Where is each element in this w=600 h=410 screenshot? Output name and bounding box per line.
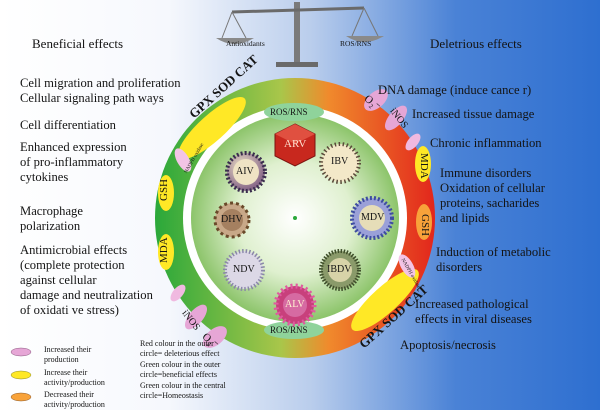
balance-scale bbox=[216, 2, 384, 67]
legend-pink-swatch bbox=[10, 347, 32, 357]
virus-ibdv bbox=[319, 249, 361, 291]
ring-label-mda-right: MDA bbox=[418, 153, 430, 179]
deleterious-effect-5: Induction of metabolic disorders bbox=[436, 245, 551, 274]
scale-post bbox=[294, 2, 300, 64]
legend-orange-label: Decreased their activity/production bbox=[44, 390, 105, 409]
virus-ndv bbox=[223, 249, 265, 291]
deleterious-effect-4: Immune disorders Oxidation of cellular p… bbox=[440, 166, 545, 225]
virus-aiv bbox=[225, 151, 267, 193]
legend-yellow-label: Increase their activity/production bbox=[44, 368, 105, 387]
marker-yellow-top-left bbox=[178, 97, 246, 159]
ros-rns-bottom-label: ROS/RNS bbox=[270, 325, 308, 335]
virus-mdv bbox=[350, 196, 394, 240]
deleterious-effect-2: Increased tissue damage bbox=[412, 107, 535, 121]
note-green-outer: Green colour in the outer circle=benefic… bbox=[140, 360, 221, 379]
ring-label-mda-left: MDA bbox=[158, 237, 170, 263]
marker-mda-right bbox=[415, 146, 431, 182]
deleterious-effect-6: Increased pathological effects in viral … bbox=[415, 297, 532, 326]
note-green-central: Green colour in the central circle=Homeo… bbox=[140, 381, 226, 400]
virus-label-aiv: AIV bbox=[236, 166, 254, 177]
marker-mda-left bbox=[158, 234, 174, 270]
virus-label-ibdv: IBDV bbox=[327, 264, 352, 275]
legend-swatches bbox=[10, 347, 32, 402]
beneficial-effect-1: Cell migration and proliferation Cellula… bbox=[20, 76, 181, 105]
scale-pan-right bbox=[346, 36, 384, 42]
virus-label-arv: ARV bbox=[284, 138, 307, 150]
marker-gsh-left bbox=[158, 175, 174, 211]
balance-right-label: ROS/RNS bbox=[340, 39, 372, 48]
deleterious-effect-1: DNA damage (induce cance r) bbox=[378, 83, 532, 97]
beneficial-effect-5: Antimicrobial effects (complete protecti… bbox=[20, 243, 153, 317]
marker-nadph-right bbox=[398, 254, 416, 278]
virus-arv bbox=[274, 123, 316, 167]
marker-nadph-left bbox=[174, 148, 192, 172]
virus-dhv bbox=[213, 201, 251, 239]
center-dot bbox=[293, 216, 297, 220]
virus-label-ndv: NDV bbox=[233, 264, 255, 275]
virus-ibv bbox=[319, 142, 361, 184]
beneficial-effect-2: Cell differentiation bbox=[20, 118, 116, 132]
beneficial-header: Beneficial effects bbox=[32, 36, 124, 51]
beneficial-effect-3: Enhanced expression of pro-inflammatory … bbox=[20, 140, 127, 184]
marker-o2-top bbox=[364, 89, 388, 111]
scale-beam bbox=[231, 6, 365, 14]
ring-label-gsh-left: GSH bbox=[158, 178, 170, 201]
marker-gsh-right bbox=[416, 204, 432, 240]
deleterious-header: Deletrious effects bbox=[430, 36, 522, 51]
virus-label-ibv: IBV bbox=[331, 156, 349, 167]
virus-label-mdv: MDV bbox=[361, 212, 385, 223]
ring-label-gsh-right: GSH bbox=[419, 214, 431, 237]
marker-inos-top bbox=[384, 105, 408, 131]
legend-yellow-swatch bbox=[10, 370, 32, 380]
ros-rns-top-badge bbox=[264, 103, 324, 121]
marker-yellow-bottom-right bbox=[351, 269, 419, 331]
ros-rns-bottom-badge bbox=[264, 321, 324, 339]
scale-pan-left bbox=[216, 38, 254, 44]
balance-left-label: Antioxidants bbox=[226, 39, 265, 48]
ros-rns-top-label: ROS/RNS bbox=[270, 107, 308, 117]
marker-inos-bottom bbox=[184, 304, 208, 330]
legend-orange-swatch bbox=[10, 392, 32, 402]
scale-base bbox=[276, 62, 318, 67]
virus-label-dhv: DHV bbox=[221, 214, 243, 225]
ring-markers bbox=[158, 89, 432, 348]
virus-label-alv: ALV bbox=[285, 299, 305, 310]
legend-pink-label: Increased their production bbox=[44, 345, 92, 364]
note-red: Red colour in the outer circle= deleteri… bbox=[140, 339, 220, 358]
virus-alv bbox=[273, 283, 317, 327]
deleterious-effect-7: Apoptosis/necrosis bbox=[400, 338, 496, 352]
beneficial-effect-4: Macrophage polarization bbox=[20, 204, 83, 233]
marker-o2-bottom bbox=[203, 326, 227, 348]
deleterious-effect-3: Chronic inflammation bbox=[430, 136, 542, 150]
